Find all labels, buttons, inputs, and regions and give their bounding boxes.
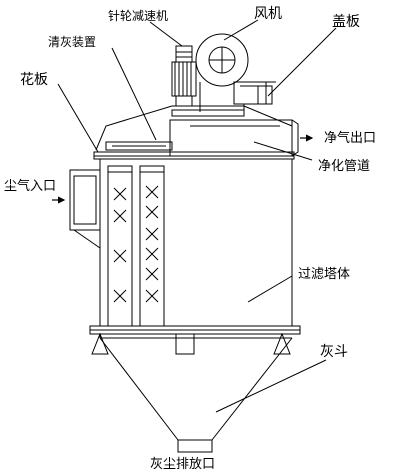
label-cleaning-device: 清灰装置 [48,35,96,49]
label-clean-duct: 净化管道 [318,159,370,174]
support-legs [91,332,291,355]
label-ash-outlet: 灰尘排放口 [150,457,215,472]
filter-tower-body [99,159,293,326]
reducer-motor [171,45,197,107]
ash-hopper [99,334,293,453]
filter-bag-right [139,165,165,327]
label-fan: 风机 [254,6,282,22]
cleaning-device [105,141,173,151]
leader-lines [57,19,337,413]
top-cover [95,105,293,151]
label-filter-tower: 过滤塔体 [298,267,350,282]
label-dust-gas-inlet: 尘气入口 [4,178,56,194]
label-ash-hopper: 灰斗 [320,344,348,360]
fan-unit [195,33,276,114]
flower-plate [93,151,295,160]
filter-bag-left [107,165,133,327]
bottom-flange [89,325,301,335]
flow-arrows [52,134,314,204]
label-clean-gas-outlet: 净气出口 [324,130,376,146]
label-cover: 盖板 [332,14,360,30]
clean-duct [169,119,299,157]
label-flower-plate: 花板 [20,72,48,88]
label-reducer: 针轮减速机 [108,8,168,23]
inlet-box [69,169,101,249]
